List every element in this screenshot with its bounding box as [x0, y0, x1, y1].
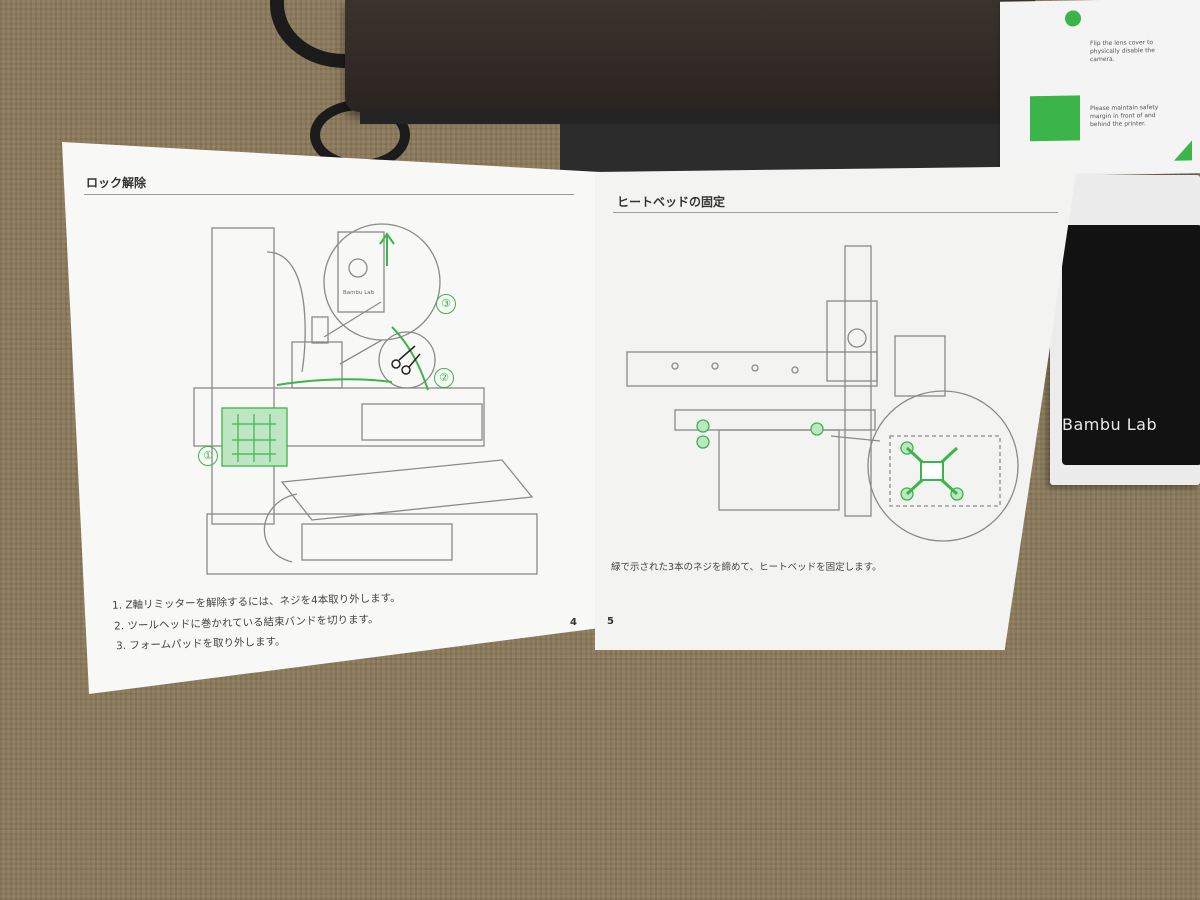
scissors-icon [391, 345, 421, 375]
printer-unlock-diagram: Bambu Lab [193, 223, 538, 575]
manual-page-left: ロック解除 [62, 142, 600, 694]
card-line: margin in front of and [1090, 111, 1156, 120]
bed-bracket-icon [905, 446, 959, 496]
card-line: camera. [1090, 55, 1115, 63]
step-callout-2: ② [434, 368, 454, 388]
card-line: behind the printer. [1090, 119, 1146, 128]
box-panel [1062, 225, 1200, 465]
quick-start-card: Flip the lens cover to physically disabl… [1000, 0, 1200, 177]
instruction-step-1: 1. Z軸リミッターを解除するには、ネジを4本取り外します。 [111, 592, 401, 612]
printer-box: Bambu Lab [1050, 175, 1200, 485]
instruction-step-2: 2. ツールヘッドに巻かれている結束バンドを切ります。 [113, 613, 379, 633]
page-heading: ヒートベッドの固定 [617, 195, 726, 209]
page-heading: ロック解除 [86, 176, 147, 190]
instruction-text: 緑で示された3本のネジを締めて、ヒートベッドを固定します。 [611, 562, 882, 573]
heading-rule [613, 212, 1058, 213]
page-number: 4 [570, 617, 577, 628]
page-number: 5 [607, 616, 614, 627]
heading-rule [84, 194, 574, 195]
step-callout-1: ① [198, 446, 218, 466]
heatbed-fix-diagram [626, 245, 1019, 542]
green-corner-triangle [1174, 140, 1192, 161]
card-line: physically disable the [1090, 46, 1155, 55]
printhead-label: Bambu Lab [343, 290, 375, 296]
build-plate [345, 0, 1035, 112]
instruction-step-3: 3. フォームパッドを取り外します。 [115, 635, 286, 653]
step-callout-3: ③ [436, 294, 456, 314]
build-plate-rail [360, 110, 1010, 124]
brand-logo-text: Bambu Lab [1062, 415, 1158, 434]
manual-page-right: ヒートベッドの固定 [595, 166, 1077, 650]
